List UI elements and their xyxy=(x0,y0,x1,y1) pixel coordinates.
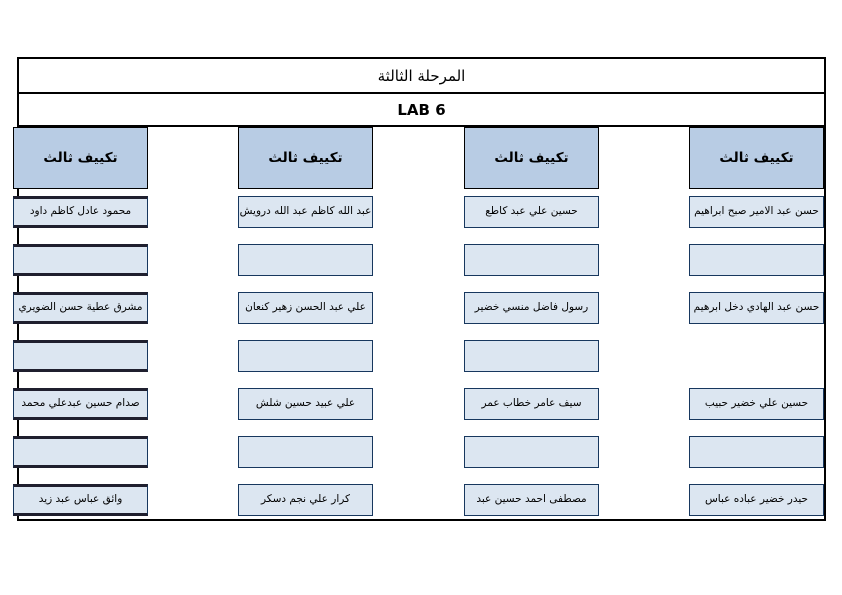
student-cell[interactable]: مشرق عطية حسن الضويري xyxy=(13,292,148,324)
student-cell[interactable]: عبد الله كاظم عبد الله درويش xyxy=(238,196,373,228)
student-cell-empty[interactable] xyxy=(689,436,824,468)
stage-title-row: المرحلة الثالثة xyxy=(19,59,824,94)
column-2-slot-1: حسين علي عبد كاطع xyxy=(464,192,599,240)
column-4-slot-7: وائق عباس عبد زيد xyxy=(13,480,148,528)
column-1-slot-6 xyxy=(689,432,824,480)
column-4-slot-4 xyxy=(13,336,148,384)
student-cell[interactable]: علي عبد الحسن زهير كنعان xyxy=(238,292,373,324)
student-cell[interactable]: صدام حسين عبدعلي محمد xyxy=(13,388,148,420)
column-3-slot-7: كرار علي نجم دسكر xyxy=(238,480,373,528)
column-4-header-slot: تكييف ثالث xyxy=(13,127,148,192)
student-cell[interactable]: رسول فاضل منسي خضير xyxy=(464,292,599,324)
column-2-header-slot: تكييف ثالث xyxy=(464,127,599,192)
student-cell-empty[interactable] xyxy=(13,244,148,276)
column-2-slot-6 xyxy=(464,432,599,480)
column-2-slot-3: رسول فاضل منسي خضير xyxy=(464,288,599,336)
column-3-slot-5: علي عبيد حسين شلش xyxy=(238,384,373,432)
column-1-slot-5: حسين علي خضير حبيب xyxy=(689,384,824,432)
stage-title: المرحلة الثالثة xyxy=(377,66,466,85)
column-2-header: تكييف ثالث xyxy=(464,127,599,189)
attendance-sheet: المرحلة الثالثة LAB 6 تكييف ثالث حسن عبد… xyxy=(13,57,826,521)
column-2-slot-7: مصطفى احمد حسين عبد xyxy=(464,480,599,528)
column-2-slot-5: سيف عامر خطاب عمر xyxy=(464,384,599,432)
column-3-slot-1: عبد الله كاظم عبد الله درويش xyxy=(238,192,373,240)
student-cell-empty[interactable] xyxy=(464,340,599,372)
student-cell[interactable]: حيدر خضير عباده عباس xyxy=(689,484,824,516)
student-column-2: تكييف ثالث حسين علي عبد كاطع رسول فاضل م… xyxy=(464,127,599,528)
student-cell[interactable]: حسين علي خضير حبيب xyxy=(689,388,824,420)
student-column-3: تكييف ثالث عبد الله كاظم عبد الله درويش … xyxy=(238,127,373,528)
column-3-header: تكييف ثالث xyxy=(238,127,373,189)
student-cell-empty[interactable] xyxy=(13,340,148,372)
column-3-slot-4 xyxy=(238,336,373,384)
student-column-4: تكييف ثالث محمود عادل كاظم داود مشرق عطي… xyxy=(13,127,148,528)
column-1-slot-3: حسن عبد الهادي دخل ابرهيم xyxy=(689,288,824,336)
column-1-header-slot: تكييف ثالث xyxy=(689,127,824,192)
column-2-slot-2 xyxy=(464,240,599,288)
column-3-slot-6 xyxy=(238,432,373,480)
column-4-header: تكييف ثالث xyxy=(13,127,148,189)
student-cell[interactable]: سيف عامر خطاب عمر xyxy=(464,388,599,420)
column-3-slot-3: علي عبد الحسن زهير كنعان xyxy=(238,288,373,336)
student-grid: تكييف ثالث حسن عبد الامير صبح ابراهيم حس… xyxy=(13,127,824,519)
column-1-slot-1: حسن عبد الامير صبح ابراهيم xyxy=(689,192,824,240)
column-1-header: تكييف ثالث xyxy=(689,127,824,189)
column-3-header-slot: تكييف ثالث xyxy=(238,127,373,192)
column-4-slot-1: محمود عادل كاظم داود xyxy=(13,192,148,240)
lab-title-row: LAB 6 xyxy=(19,94,824,127)
student-cell-empty[interactable] xyxy=(13,436,148,468)
student-cell-empty[interactable] xyxy=(464,436,599,468)
student-cell-empty[interactable] xyxy=(238,436,373,468)
student-cell[interactable]: حسن عبد الهادي دخل ابرهيم xyxy=(689,292,824,324)
student-cell-empty[interactable] xyxy=(238,340,373,372)
student-cell-empty[interactable] xyxy=(464,244,599,276)
column-4-slot-2 xyxy=(13,240,148,288)
student-cell[interactable]: مصطفى احمد حسين عبد xyxy=(464,484,599,516)
column-4-slot-6 xyxy=(13,432,148,480)
column-3-slot-2 xyxy=(238,240,373,288)
column-1-slot-7: حيدر خضير عباده عباس xyxy=(689,480,824,528)
column-4-slot-3: مشرق عطية حسن الضويري xyxy=(13,288,148,336)
column-1-slot-2 xyxy=(689,240,824,288)
column-4-slot-5: صدام حسين عبدعلي محمد xyxy=(13,384,148,432)
student-cell[interactable]: حسن عبد الامير صبح ابراهيم xyxy=(689,196,824,228)
student-cell[interactable]: علي عبيد حسين شلش xyxy=(238,388,373,420)
lab-title: LAB 6 xyxy=(397,100,446,119)
student-cell-empty[interactable] xyxy=(689,244,824,276)
student-cell[interactable]: حسين علي عبد كاطع xyxy=(464,196,599,228)
student-cell-empty[interactable] xyxy=(238,244,373,276)
column-2-slot-4 xyxy=(464,336,599,384)
student-cell[interactable]: محمود عادل كاظم داود xyxy=(13,196,148,228)
student-cell[interactable]: وائق عباس عبد زيد xyxy=(13,484,148,516)
column-1-slot-4 xyxy=(689,336,824,384)
student-cell[interactable]: كرار علي نجم دسكر xyxy=(238,484,373,516)
student-column-1: تكييف ثالث حسن عبد الامير صبح ابراهيم حس… xyxy=(689,127,824,528)
